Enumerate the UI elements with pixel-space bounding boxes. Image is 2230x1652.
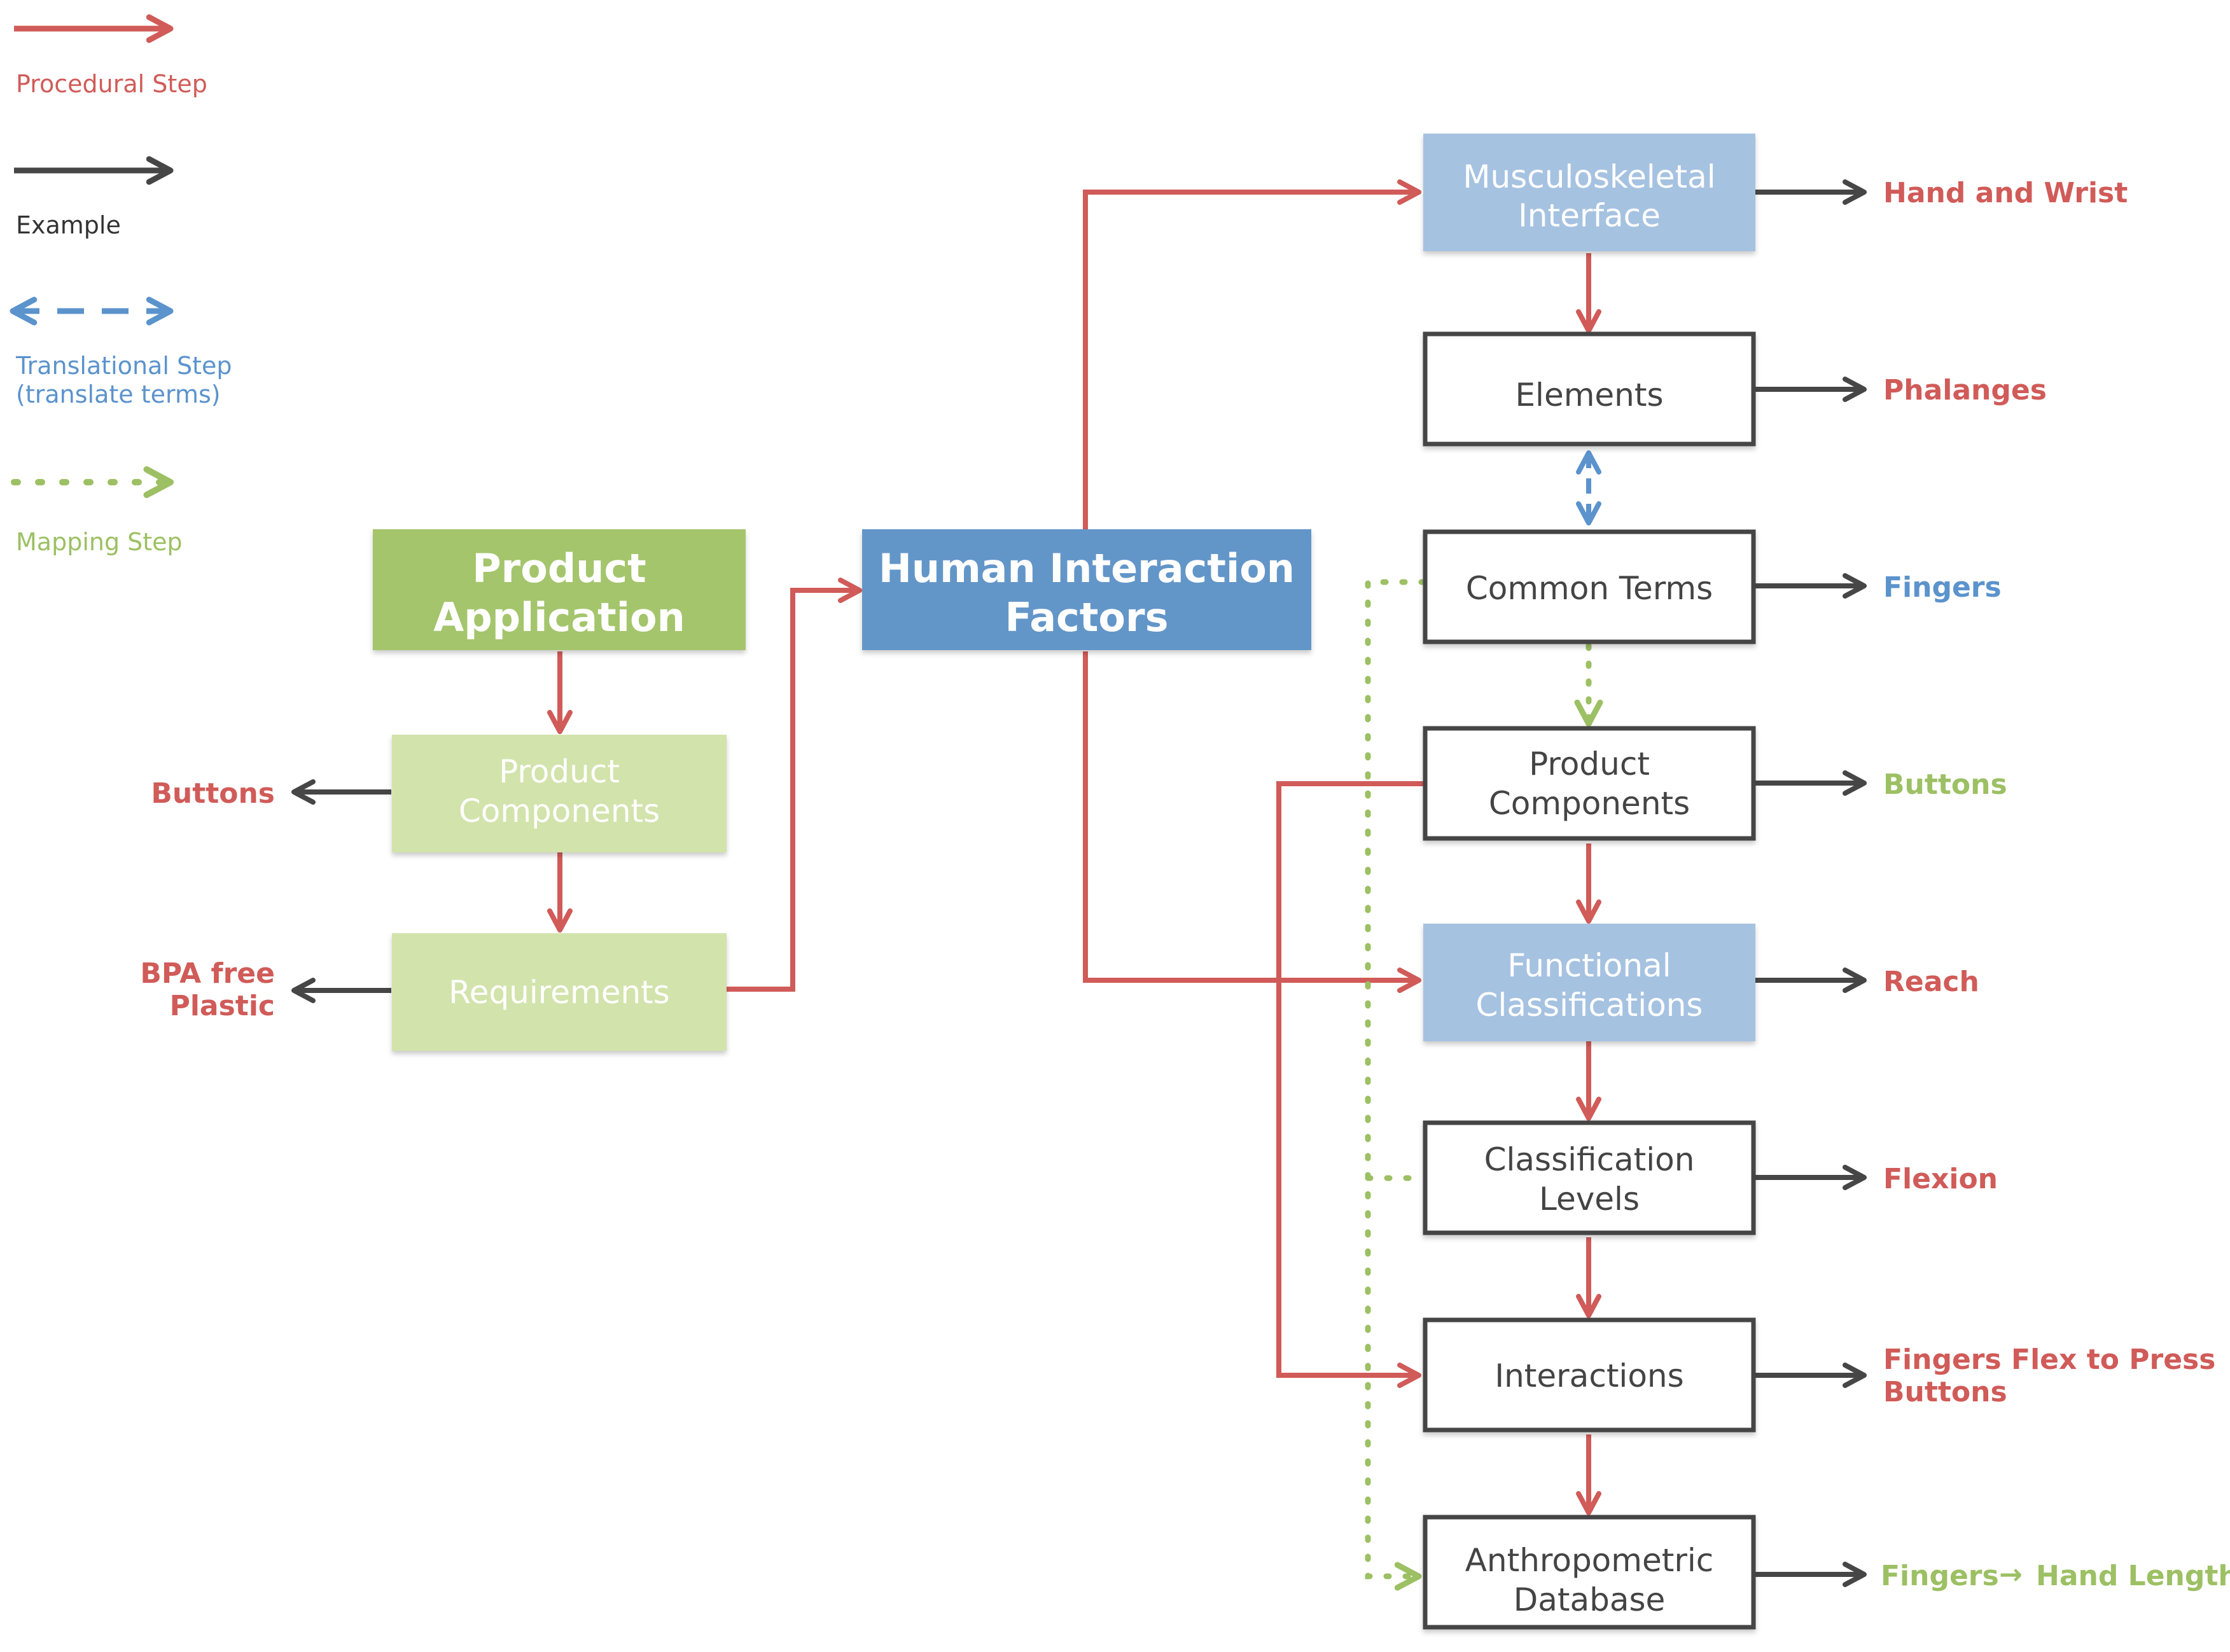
example-bpa-line2: Plastic <box>170 990 275 1022</box>
box-requirements-left: Requirements <box>392 933 727 1051</box>
example-fingers-flex-line2: Buttons <box>1883 1376 2007 1408</box>
example-final-arrow: → <box>1999 1558 2023 1591</box>
box-interactions: Interactions <box>1423 1317 1756 1433</box>
svg-text:Classifications: Classifications <box>1476 987 1703 1024</box>
svg-text:Components: Components <box>459 793 660 829</box>
box-human-interaction-factors: Human Interaction Factors <box>862 529 1311 650</box>
legend-translational-label: Translational Step <box>15 352 232 380</box>
svg-text:Interactions: Interactions <box>1495 1357 1683 1394</box>
example-hand-and-wrist: Hand and Wrist <box>1883 177 2128 209</box>
svg-text:Human Interaction: Human Interaction <box>879 545 1295 592</box>
legend-translational-sublabel: (translate terms) <box>16 380 221 408</box>
svg-text:Product: Product <box>499 753 620 790</box>
svg-text:Product: Product <box>472 545 646 592</box>
svg-text:Factors: Factors <box>1005 594 1168 641</box>
example-bpa-line1: BPA free <box>140 957 275 990</box>
arrow-hif-to-functional <box>1083 651 1421 993</box>
box-product-components-left: Product Components <box>392 735 727 852</box>
svg-text:Requirements: Requirements <box>449 974 670 1011</box>
legend-mapping-label: Mapping Step <box>16 528 183 556</box>
example-phalanges: Phalanges <box>1883 374 2047 406</box>
svg-text:Interface: Interface <box>1518 197 1661 234</box>
legend: Procedural Step Example Translational St… <box>10 14 232 556</box>
svg-text:Functional: Functional <box>1507 947 1671 984</box>
arrow-mapping-terms-to-database <box>1365 579 1427 1591</box>
example-buttons: Buttons <box>1883 768 2007 801</box>
box-classification-levels: Classification Levels <box>1423 1120 1756 1235</box>
box-product-application: Product Application <box>373 529 746 650</box>
svg-text:Elements: Elements <box>1515 377 1663 413</box>
box-musculoskeletal-interface: Musculoskeletal Interface <box>1423 134 1755 251</box>
legend-procedural-label: Procedural Step <box>16 70 207 98</box>
svg-text:Database: Database <box>1514 1581 1666 1618</box>
arrow-requirements-to-hif <box>727 578 862 992</box>
arrow-hif-to-musculoskeletal <box>1083 179 1421 529</box>
box-product-components-right: Product Components <box>1423 726 1756 841</box>
svg-text:Product: Product <box>1529 746 1650 782</box>
svg-text:Anthropometric: Anthropometric <box>1465 1542 1714 1579</box>
example-reach: Reach <box>1883 966 1979 998</box>
svg-text:Levels: Levels <box>1539 1181 1640 1218</box>
legend-example-label: Example <box>16 211 121 239</box>
svg-text:Musculoskeletal: Musculoskeletal <box>1463 158 1715 195</box>
example-labels: Buttons BPA free Plastic Hand and Wrist … <box>140 177 2230 1592</box>
svg-text:Application: Application <box>433 594 685 641</box>
box-anthropometric-database: Anthropometric Database <box>1423 1515 1756 1630</box>
arrow-components-to-interactions <box>1276 781 1424 1388</box>
box-elements: Elements <box>1423 331 1756 447</box>
connectors <box>291 179 1867 1591</box>
example-left-buttons: Buttons <box>151 777 275 810</box>
svg-text:Components: Components <box>1489 785 1690 822</box>
example-flexion: Flexion <box>1883 1163 1998 1195</box>
box-common-terms: Common Terms <box>1423 529 1756 644</box>
example-hand-length: Hand Length <box>2036 1560 2230 1592</box>
example-fingers: Fingers <box>1883 571 2002 604</box>
svg-text:Common Terms: Common Terms <box>1466 570 1713 607</box>
svg-text:Classification: Classification <box>1484 1141 1695 1178</box>
example-final-fingers: Fingers <box>1881 1560 1999 1592</box>
example-fingers-flex-line1: Fingers Flex to Press <box>1883 1343 2215 1376</box>
box-functional-classifications: Functional Classifications <box>1423 924 1755 1041</box>
